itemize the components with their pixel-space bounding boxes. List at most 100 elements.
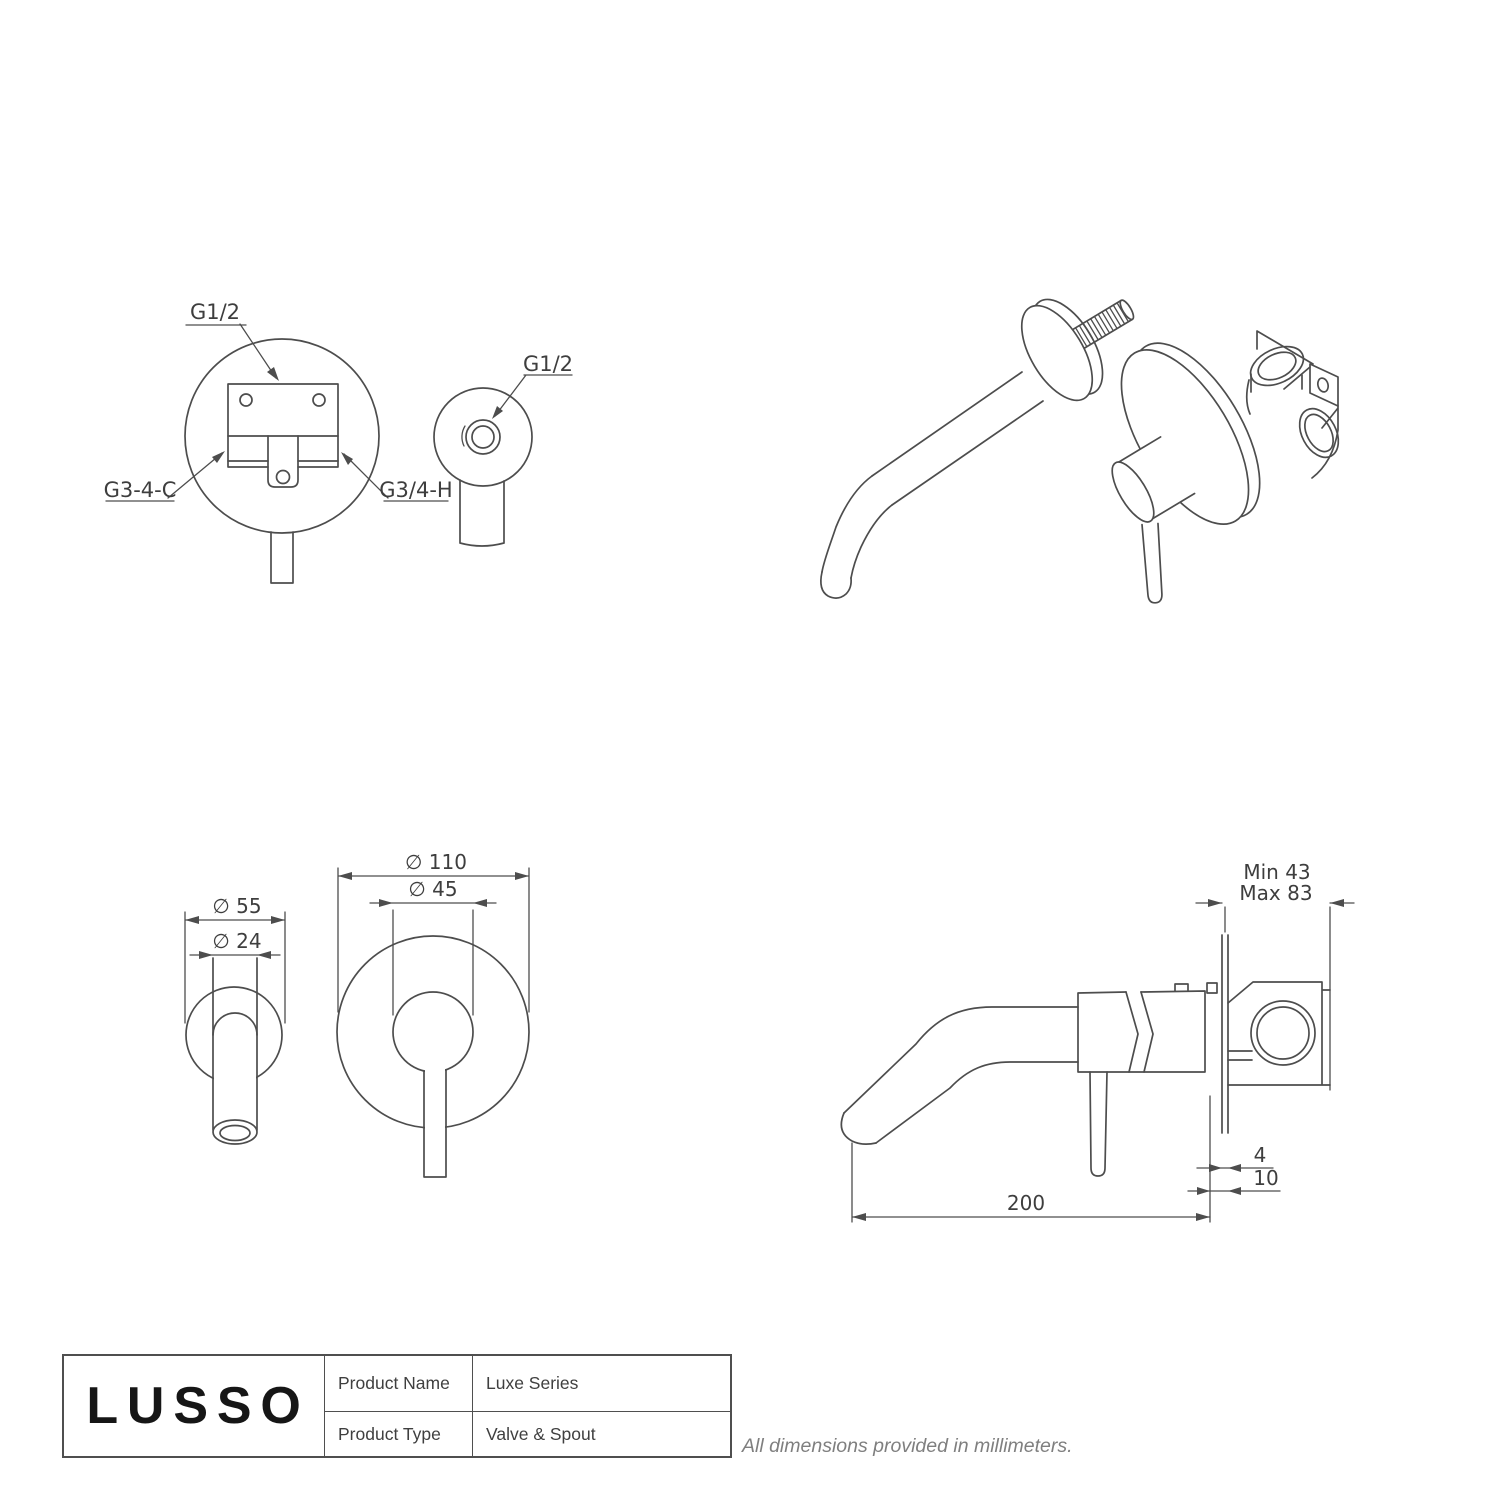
handle-body-fill — [1116, 436, 1195, 521]
product-name-value: Luxe Series — [473, 1356, 730, 1412]
spout-bend-inner — [850, 504, 893, 579]
dim-arrow — [338, 872, 352, 880]
dim-200-lines — [851, 1142, 1211, 1223]
side-plate-tab — [1206, 982, 1218, 994]
valve-front-handle-fill — [425, 1032, 445, 1177]
dim-depth-lines — [1195, 902, 1355, 1091]
spout-tip — [820, 571, 852, 599]
front-view-valve: ∅ 110 ∅ 45 — [336, 850, 530, 1178]
dim-arrow — [473, 899, 487, 907]
brand-cell: LUSSO — [64, 1356, 325, 1456]
dim-arrow — [1197, 1187, 1210, 1195]
valve-back-screw-hole — [312, 393, 326, 407]
side-spout-tip — [840, 1112, 877, 1145]
label-g34c: G3-4-C — [104, 478, 177, 502]
spout-back-flange-circle — [433, 387, 533, 487]
side-spout-top — [843, 1006, 1079, 1114]
label-g12-spout: G1/2 — [523, 352, 573, 376]
bracket-edge — [1256, 330, 1314, 365]
brand-logo: LUSSO — [86, 1377, 310, 1435]
dim-arrow — [1196, 1213, 1210, 1221]
dim-110-lines — [337, 867, 530, 1013]
spout-front-tube — [212, 957, 258, 1131]
top-port-sides — [1250, 373, 1303, 393]
spout-front-mouth-inner — [219, 1124, 251, 1142]
spout-back-port-hole — [471, 425, 495, 449]
dim-arrow — [379, 899, 393, 907]
spout-back-stem — [459, 479, 505, 547]
title-block: LUSSO Product Name Luxe Series Product T… — [62, 1354, 732, 1458]
dim-spout-length: 200 — [1007, 1191, 1045, 1215]
plate-face — [1120, 349, 1250, 525]
product-type-label: Product Type — [325, 1412, 473, 1456]
valve-back-tab-hole — [275, 469, 291, 485]
side-port-outer — [1250, 1000, 1316, 1066]
side-inwall-body — [1227, 981, 1331, 1086]
body-edges — [1245, 366, 1339, 479]
dim-plate-projection: 10 — [1253, 1166, 1278, 1190]
leader-arrow — [212, 451, 225, 463]
valve-back-flange-circle — [184, 338, 380, 534]
handle-body-edges — [1115, 436, 1196, 522]
dim-arrow — [185, 916, 199, 924]
valve-wall-plate — [1120, 342, 1261, 525]
bracket-pad-hole — [1316, 377, 1330, 393]
dim-arrow — [1228, 1164, 1241, 1172]
dim-spout-tube: ∅ 24 — [212, 929, 261, 953]
spout-back-ring-detail — [461, 425, 466, 447]
dim-arrow — [515, 872, 529, 880]
spout-back-port-ring — [465, 419, 501, 455]
dim-depth-min: Min 43 — [1243, 860, 1310, 884]
product-name-label: Product Name — [325, 1356, 473, 1412]
valve-back-stem — [270, 531, 294, 584]
leader-g34h — [343, 453, 449, 502]
spout-escutcheon — [1020, 298, 1104, 402]
dim-arrow — [1330, 899, 1344, 907]
side-cartridge-joint — [1125, 991, 1154, 1073]
label-g34h: G3/4-H — [379, 478, 452, 502]
valve-back-tab — [267, 435, 299, 488]
handle-lever-3d — [1141, 522, 1163, 604]
dimensions-footnote: All dimensions provided in millimeters. — [742, 1435, 1073, 1457]
dim-plate-thickness: 4 — [1254, 1143, 1267, 1167]
top-port — [1249, 345, 1305, 387]
leader-g34c — [105, 452, 223, 502]
dim-arrow — [199, 951, 213, 959]
handle-cylinder — [1111, 436, 1196, 523]
spout-bend-outer — [821, 475, 873, 573]
side-port-inner — [1256, 1006, 1310, 1060]
product-type-value: Valve & Spout — [486, 1423, 596, 1444]
spout-3d — [820, 298, 1135, 599]
spout-tube-fill — [872, 372, 1043, 505]
side-tab — [1174, 983, 1189, 992]
side-body-lines — [1227, 1050, 1253, 1061]
leader-arrow — [492, 406, 503, 419]
dim-arrow — [1209, 1164, 1222, 1172]
leader-arrow — [267, 367, 279, 381]
side-handle-lever — [1089, 1071, 1108, 1177]
bracket-pad — [1309, 363, 1339, 407]
valve-back-screw-hole — [239, 393, 253, 407]
dim-55-lines — [184, 911, 286, 1024]
valve-back-bracket — [227, 383, 339, 468]
dim-arrow — [852, 1213, 866, 1221]
dim-depth-max: Max 83 — [1239, 881, 1312, 905]
dim-arrow — [257, 951, 271, 959]
spout-tube-edges — [871, 371, 1044, 506]
spout-front-tube-arc — [212, 1012, 258, 1036]
pipe-end — [1119, 299, 1135, 321]
label-g12: G1/2 — [190, 300, 240, 324]
dim-arrow — [1208, 899, 1222, 907]
dim-arrow — [1228, 1187, 1241, 1195]
dim-45-lines — [369, 902, 497, 1016]
escutcheon-face — [1020, 304, 1094, 402]
side-cartridge — [1077, 990, 1206, 1073]
lever-outline — [1141, 522, 1163, 604]
leader-g12-spout — [494, 374, 573, 417]
leader-g12 — [185, 323, 277, 379]
dim-valve-trim: ∅ 45 — [408, 877, 457, 901]
dim-arrow — [271, 916, 285, 924]
front-view-spout: ∅ 55 ∅ 24 — [184, 894, 286, 1145]
